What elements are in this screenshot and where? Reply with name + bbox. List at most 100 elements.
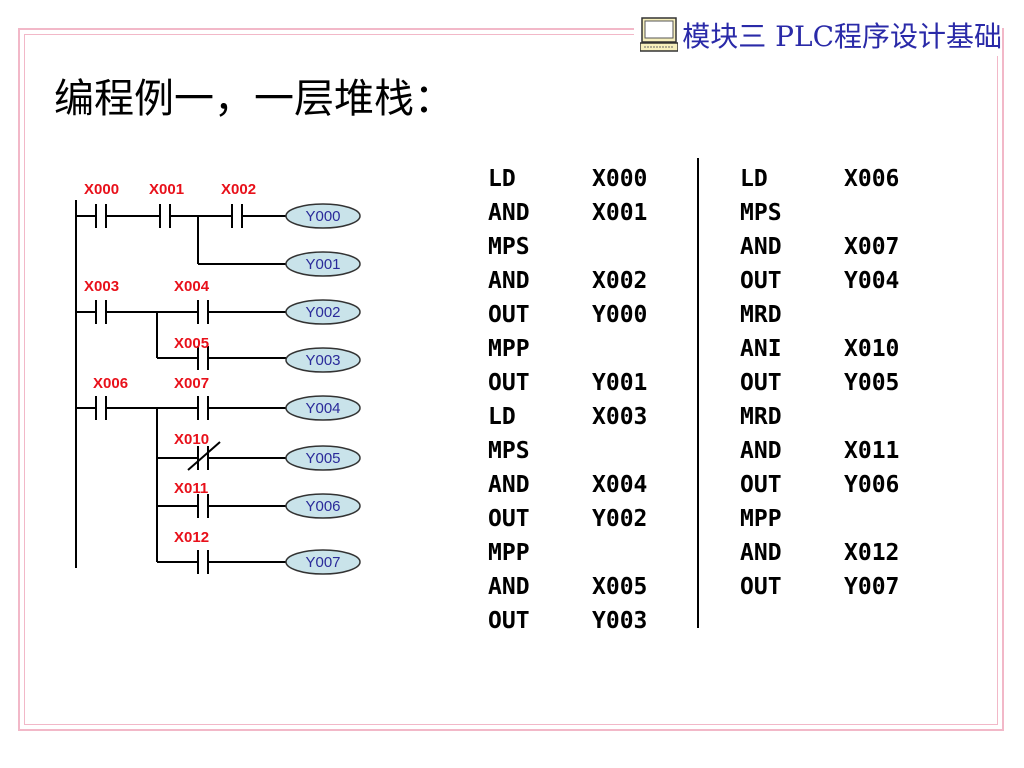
coil-label: Y007 bbox=[305, 554, 340, 571]
instruction-row: OUT Y005 bbox=[740, 368, 934, 402]
instruction-row: MRD bbox=[740, 300, 934, 334]
slide-header: 模块三 PLC程序设计基础 bbox=[634, 14, 1002, 56]
instruction-op: OUT bbox=[740, 370, 782, 396]
coil-y004: Y004 bbox=[285, 395, 361, 421]
instruction-op: OUT bbox=[488, 302, 530, 328]
instruction-arg: X012 bbox=[844, 540, 900, 566]
instruction-op: OUT bbox=[740, 472, 782, 498]
contact-label-x010: X010 bbox=[174, 431, 209, 448]
computer-monitor-icon bbox=[640, 17, 679, 52]
instruction-row: ANI X010 bbox=[740, 334, 934, 368]
instruction-op: LD bbox=[740, 166, 768, 192]
instruction-arg bbox=[592, 232, 682, 266]
instruction-arg: X005 bbox=[592, 574, 648, 600]
slide-frame-inner bbox=[24, 34, 998, 725]
instruction-op: AND bbox=[488, 200, 530, 226]
contact-label-x012: X012 bbox=[174, 529, 209, 546]
instruction-arg: Y005 bbox=[844, 370, 900, 396]
instruction-arg bbox=[844, 198, 934, 232]
instruction-arg: X010 bbox=[844, 336, 900, 362]
slide-frame-outer bbox=[18, 28, 1004, 731]
instruction-row: MPP bbox=[488, 334, 682, 368]
coil-y001: Y001 bbox=[285, 251, 361, 277]
contact-label-x000: X000 bbox=[84, 181, 119, 198]
instruction-op: OUT bbox=[488, 506, 530, 532]
coil-y005: Y005 bbox=[285, 445, 361, 471]
instruction-op: AND bbox=[488, 472, 530, 498]
instruction-row: AND X011 bbox=[740, 436, 934, 470]
instruction-op: AND bbox=[488, 268, 530, 294]
instruction-arg bbox=[844, 504, 934, 538]
coil-y002: Y002 bbox=[285, 299, 361, 325]
instruction-arg: X000 bbox=[592, 166, 648, 192]
contact-label-x011: X011 bbox=[174, 480, 208, 497]
instruction-row: MPP bbox=[740, 504, 934, 538]
instruction-op: AND bbox=[740, 438, 782, 464]
instruction-arg: X004 bbox=[592, 472, 648, 498]
instruction-arg: X003 bbox=[592, 404, 648, 430]
instruction-op: LD bbox=[488, 404, 516, 430]
coil-label: Y002 bbox=[305, 304, 340, 321]
rung-1 bbox=[76, 204, 286, 265]
coil-label: Y001 bbox=[305, 256, 340, 273]
coil-y007: Y007 bbox=[285, 549, 361, 575]
instruction-arg: X001 bbox=[592, 200, 648, 226]
coil-y000: Y000 bbox=[285, 203, 361, 229]
instruction-op: MPP bbox=[488, 540, 530, 566]
instruction-arg: X002 bbox=[592, 268, 648, 294]
coil-label: Y006 bbox=[305, 498, 340, 515]
column-divider bbox=[697, 158, 699, 628]
coil-label: Y003 bbox=[305, 352, 340, 369]
instruction-row: MPS bbox=[740, 198, 934, 232]
instruction-arg: Y000 bbox=[592, 302, 648, 328]
instruction-op: MPS bbox=[488, 438, 530, 464]
instruction-arg bbox=[844, 402, 934, 436]
instruction-op: MPS bbox=[740, 200, 782, 226]
ladder-diagram: X000 X001 X002 X003 X004 X005 X006 X007 … bbox=[75, 181, 361, 575]
instruction-row: OUT Y002 bbox=[488, 504, 682, 538]
coil-label: Y004 bbox=[305, 400, 340, 417]
instruction-op: MPS bbox=[488, 234, 530, 260]
instruction-op: MRD bbox=[740, 302, 782, 328]
contact-label-x003: X003 bbox=[84, 278, 119, 295]
instruction-arg: Y002 bbox=[592, 506, 648, 532]
instruction-row: MRD bbox=[740, 402, 934, 436]
coil-y006: Y006 bbox=[285, 493, 361, 519]
instruction-arg: Y003 bbox=[592, 608, 648, 634]
instruction-row: OUT Y004 bbox=[740, 266, 934, 300]
contact-label-x004: X004 bbox=[174, 278, 210, 295]
instruction-row: LD X003 bbox=[488, 402, 682, 436]
instruction-op: AND bbox=[740, 234, 782, 260]
instruction-op: OUT bbox=[740, 268, 782, 294]
instruction-op: LD bbox=[488, 166, 516, 192]
instruction-arg: Y004 bbox=[844, 268, 900, 294]
instruction-row: OUT Y000 bbox=[488, 300, 682, 334]
instruction-op: MRD bbox=[740, 404, 782, 430]
instruction-arg bbox=[592, 538, 682, 572]
rung-2 bbox=[76, 300, 286, 370]
instruction-arg: Y007 bbox=[844, 574, 900, 600]
instruction-op: MPP bbox=[740, 506, 782, 532]
contact-label-x005: X005 bbox=[174, 335, 209, 352]
instruction-row: MPP bbox=[488, 538, 682, 572]
instruction-row: MPS bbox=[488, 436, 682, 470]
instruction-row: AND X001 bbox=[488, 198, 682, 232]
coil-label: Y005 bbox=[305, 450, 340, 467]
instruction-arg bbox=[592, 436, 682, 470]
instruction-row: AND X004 bbox=[488, 470, 682, 504]
instruction-arg bbox=[592, 334, 682, 368]
contact-label-x007: X007 bbox=[174, 375, 209, 392]
instruction-op: ANI bbox=[740, 336, 782, 362]
instruction-row: LD X000 bbox=[488, 164, 682, 198]
coil-label: Y000 bbox=[305, 208, 340, 225]
instruction-arg: X011 bbox=[844, 438, 900, 464]
instruction-op: OUT bbox=[488, 370, 530, 396]
